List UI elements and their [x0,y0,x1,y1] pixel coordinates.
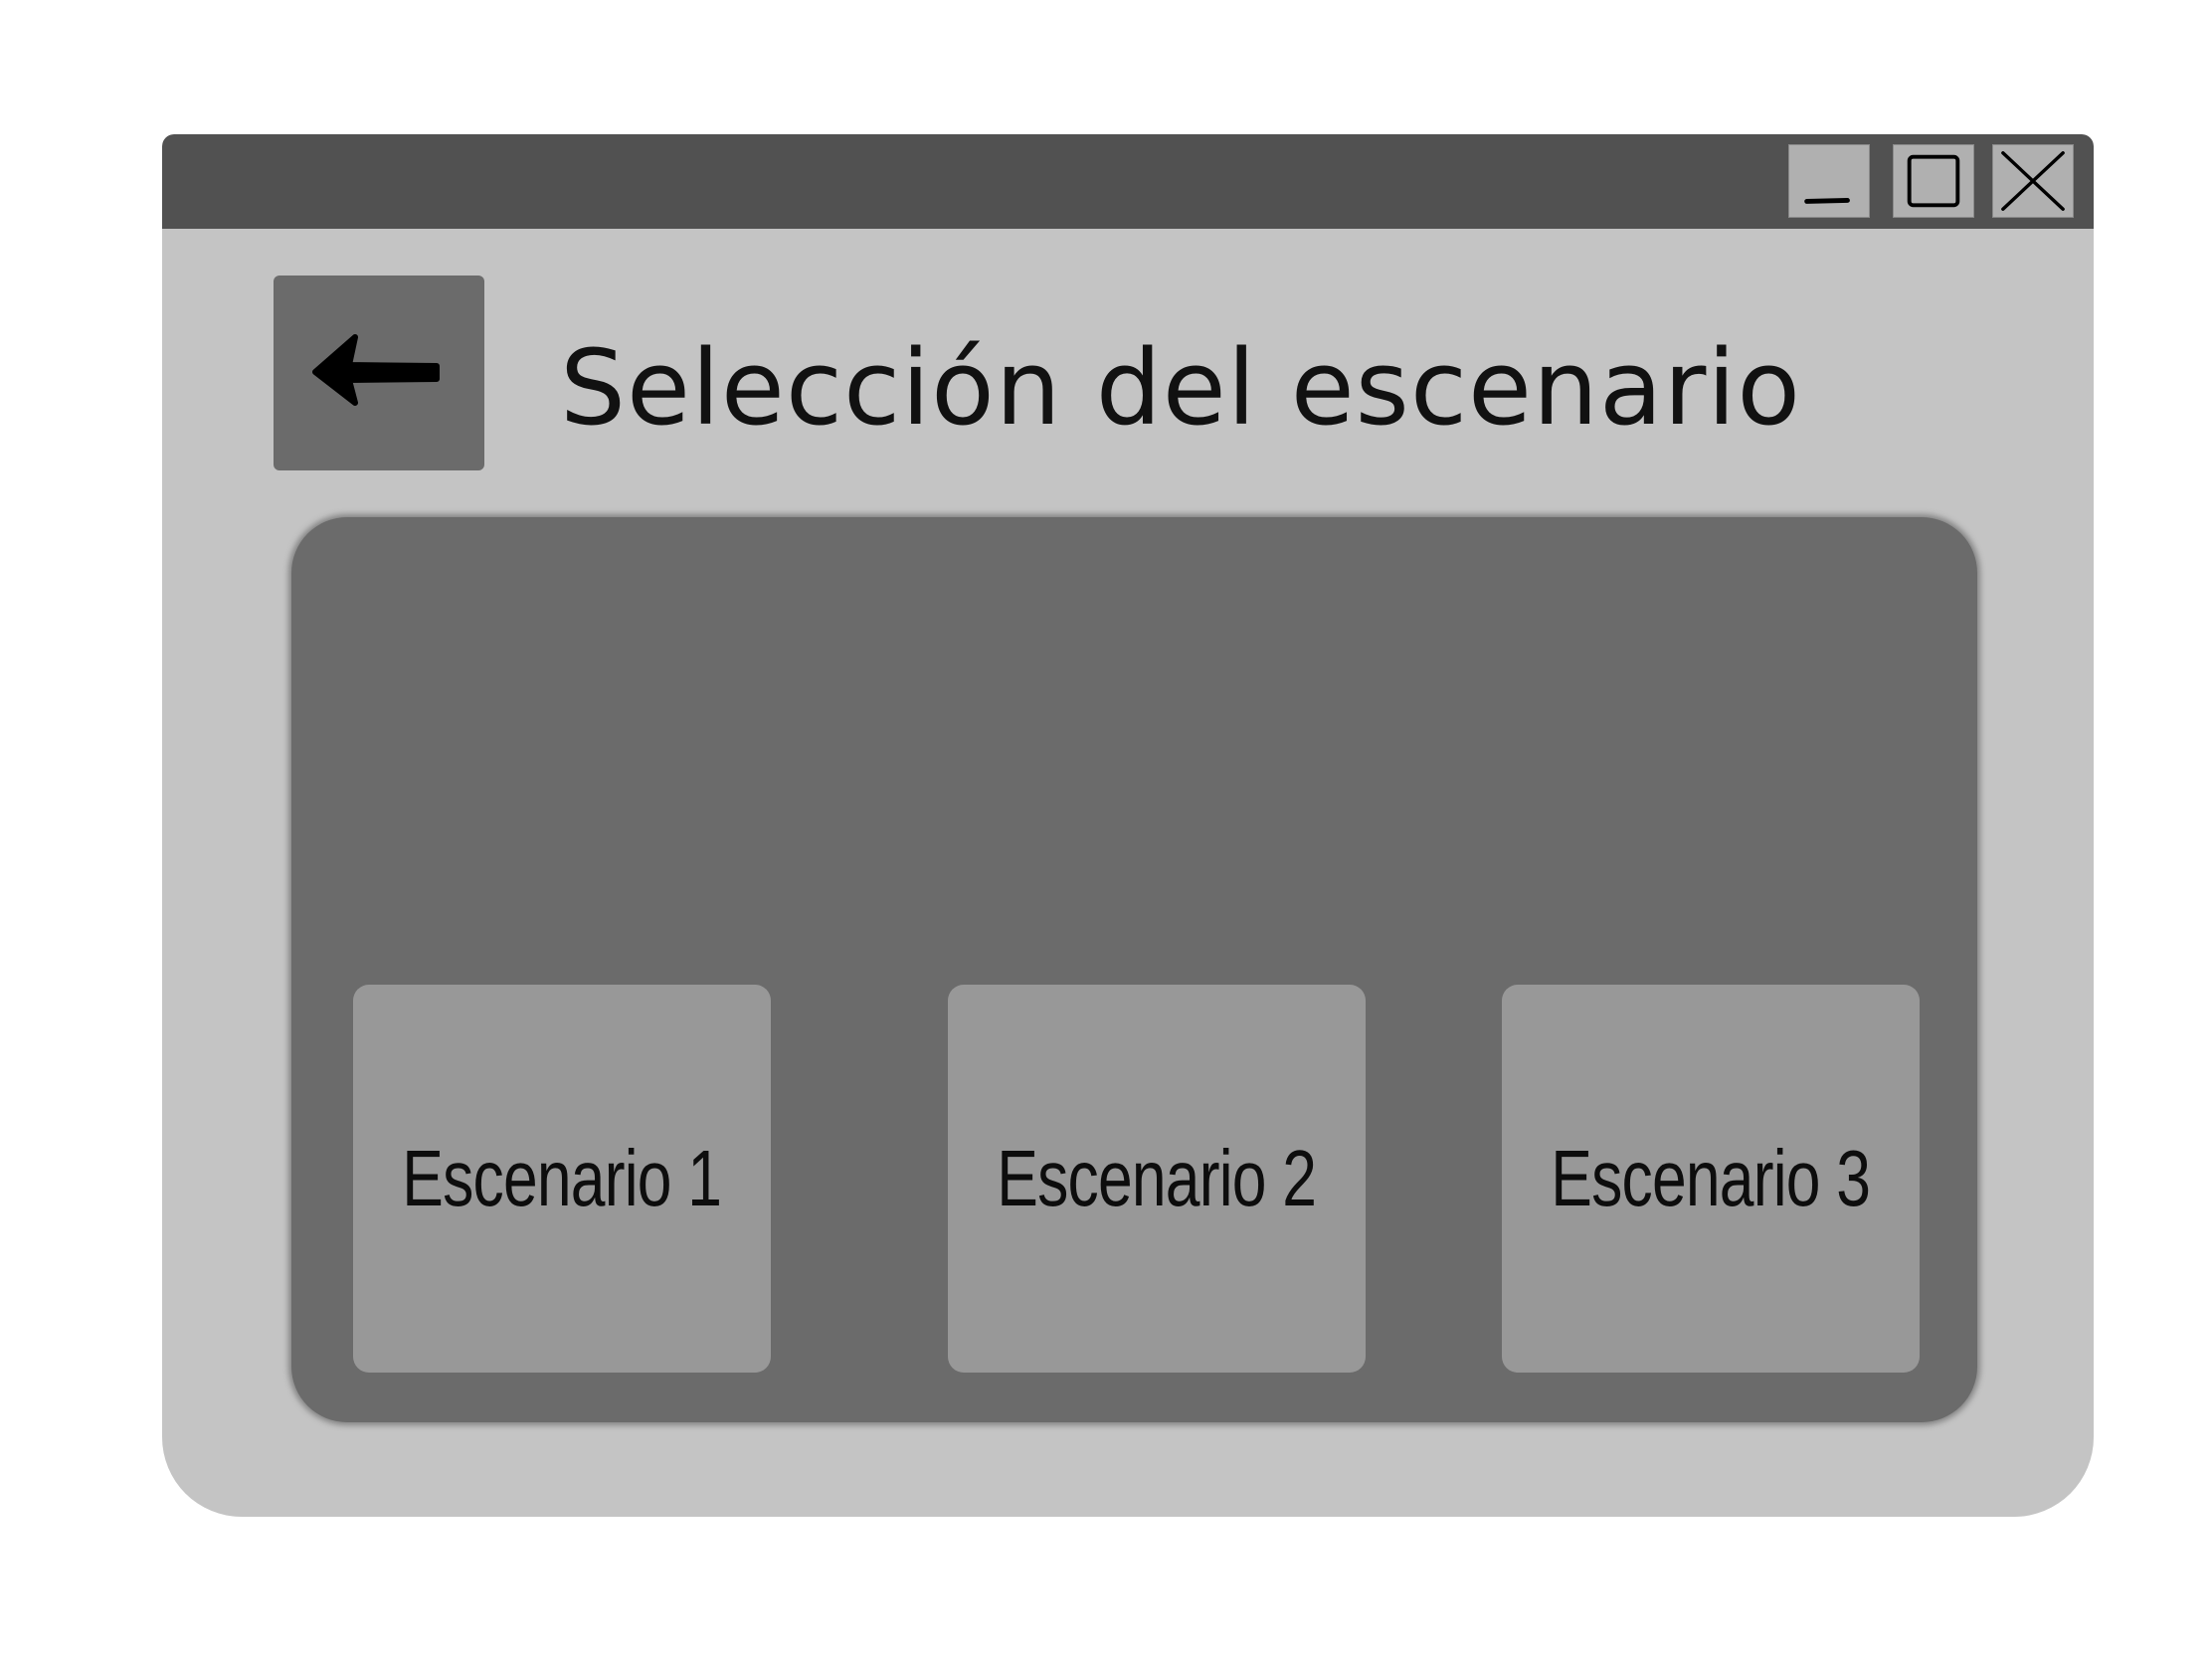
close-button[interactable] [1992,144,2074,218]
maximize-icon [1907,154,1960,208]
arrow-left-icon [312,334,440,406]
scenario-2-label: Escenario 2 [997,1134,1318,1222]
title-bar[interactable] [162,134,2094,229]
scenario-3-label: Escenario 3 [1551,1134,1872,1222]
scenario-3-button[interactable]: Escenario 3 [1502,985,1920,1373]
minimize-icon [1804,198,1850,204]
page-title: Selección del escenario [560,327,1801,449]
scenario-panel: Escenario 1 Escenario 2 Escenario 3 [291,517,1977,1422]
minimize-button[interactable] [1788,144,1870,218]
scenario-1-label: Escenario 1 [402,1134,723,1222]
close-icon [2001,151,2065,211]
scenario-2-button[interactable]: Escenario 2 [948,985,1366,1373]
maximize-button[interactable] [1893,144,1974,218]
scenario-1-button[interactable]: Escenario 1 [353,985,771,1373]
back-button[interactable] [274,276,484,470]
app-window: Selección del escenario Escenario 1 Esce… [162,134,2094,1517]
